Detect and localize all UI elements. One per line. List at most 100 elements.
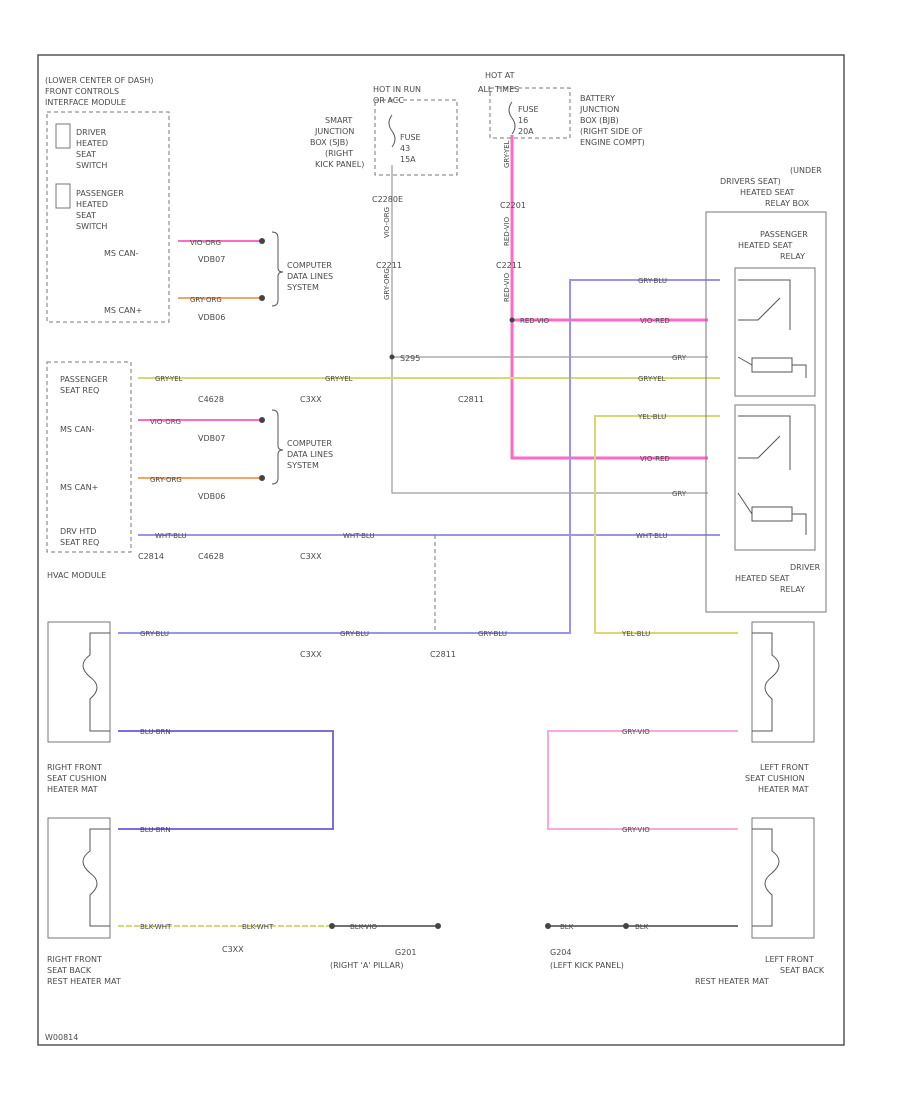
connector-c2211-left: C2211 (376, 261, 402, 270)
wire-label-blk-wht-2: BLK-WHT (242, 923, 274, 931)
bjb-label: BATTERY JUNCTION BOX (BJB) (RIGHT SIDE O… (579, 94, 645, 147)
svg-text:JUNCTION: JUNCTION (314, 127, 354, 136)
connector-c3xx-mid: C3XX (300, 650, 322, 659)
svg-text:16: 16 (518, 116, 528, 125)
svg-text:SEAT REQ: SEAT REQ (60, 386, 99, 395)
svg-text:BOX (BJB): BOX (BJB) (580, 116, 619, 125)
connector-c2211-right: C2211 (496, 261, 522, 270)
svg-text:DRIVER: DRIVER (76, 128, 107, 137)
svg-text:SWITCH: SWITCH (76, 161, 107, 170)
svg-text:HOT IN RUN: HOT IN RUN (373, 85, 421, 94)
right-back-heater-box (47, 817, 111, 939)
drv-relay-box (734, 404, 816, 551)
svg-text:G201: G201 (395, 948, 416, 957)
svg-text:15A: 15A (400, 155, 416, 164)
wire-label-gry-blu-4: GRY-BLU (638, 277, 667, 285)
bjb-fuse-icon (508, 101, 516, 135)
wire-label-blu-brn-2: BLU-BRN (140, 826, 171, 834)
sjb-box (374, 99, 458, 176)
connector-vdb06-lower: VDB06 (198, 492, 225, 501)
svg-text:SEAT: SEAT (76, 150, 96, 159)
connector-c2811-upper: C2811 (458, 395, 484, 404)
svg-text:(RIGHT 'A' PILLAR): (RIGHT 'A' PILLAR) (330, 961, 404, 970)
wire-right-heater-feed (118, 279, 720, 634)
svg-text:HOT AT: HOT AT (485, 71, 515, 80)
svg-text:SEAT BACK: SEAT BACK (780, 966, 825, 975)
svg-text:SMART: SMART (325, 116, 352, 125)
bjb-box (489, 87, 571, 139)
cdls-upper-label: COMPUTER DATA LINES SYSTEM (287, 261, 333, 292)
wire-left-cushion-back (547, 730, 738, 830)
front-controls-module-box (46, 111, 170, 323)
wire-label-gry-yel-1: GRY-YEL (155, 375, 183, 383)
hvac-pass-req-label: PASSENGER SEAT REQ (60, 375, 108, 395)
wire-label-vio-org-2: VIO-ORG (150, 418, 181, 426)
svg-text:HEATED: HEATED (76, 139, 108, 148)
wire-label-wht-blu-1: WHT-BLU (155, 532, 187, 540)
wire-label-vert-1: VIO-ORG (383, 207, 391, 238)
svg-text:DRIVER: DRIVER (790, 563, 821, 572)
right-back-label: RIGHT FRONT SEAT BACK REST HEATER MAT (47, 955, 121, 986)
hvac-module-box (46, 361, 132, 553)
svg-text:PASSENGER: PASSENGER (60, 375, 108, 384)
svg-text:HEATER MAT: HEATER MAT (758, 785, 809, 794)
cdls-bracket-upper (271, 231, 284, 307)
wire-label-yel-blu-2: YEL-BLU (621, 630, 650, 638)
left-cushion-heater-box (751, 621, 815, 743)
right-back-heater-element (82, 828, 110, 927)
svg-text:43: 43 (400, 144, 410, 153)
passenger-switch-box (55, 183, 71, 209)
svg-text:FUSE: FUSE (400, 133, 421, 142)
svg-text:HEATER MAT: HEATER MAT (47, 785, 98, 794)
svg-text:SEAT: SEAT (76, 211, 96, 220)
ground-g201: G201 (RIGHT 'A' PILLAR) (330, 948, 416, 970)
wire-label-gry-1: GRY (672, 354, 687, 362)
driver-switch-box (55, 123, 71, 149)
svg-text:OR ACC: OR ACC (373, 96, 404, 105)
connector-vdb06-upper: VDB06 (198, 313, 225, 322)
wire-run-feed (391, 165, 708, 494)
svg-text:COMPUTER: COMPUTER (287, 261, 332, 270)
wire-label-wht-blu-2: WHT-BLU (343, 532, 375, 540)
relay-box-label: (UNDER DRIVERS SEAT) HEATED SEAT RELAY B… (720, 166, 822, 208)
svg-text:JUNCTION: JUNCTION (579, 105, 619, 114)
left-back-heater-element (752, 828, 780, 927)
svg-text:DRIVERS SEAT): DRIVERS SEAT) (720, 177, 781, 186)
svg-text:SWITCH: SWITCH (76, 222, 107, 231)
svg-text:INTERFACE MODULE: INTERFACE MODULE (45, 98, 126, 107)
connector-c2811-lower: C2811 (430, 650, 456, 659)
svg-text:PASSENGER: PASSENGER (760, 230, 808, 239)
hvac-drv-req-label: DRV HTD SEAT REQ (60, 527, 99, 547)
svg-text:REST HEATER MAT: REST HEATER MAT (47, 977, 121, 986)
wire-label-gry-vio-2: GRY-VIO (622, 826, 650, 834)
connector-c3xx-lower: C3XX (300, 552, 322, 561)
svg-text:LEFT FRONT: LEFT FRONT (765, 955, 814, 964)
wire-label-vert-5: RED-VIO (503, 272, 511, 302)
drv-relay-coil-wire (737, 492, 807, 535)
wire-label-gry-vio-1: GRY-VIO (622, 728, 650, 736)
wire-label-blu-brn-1: BLU-BRN (140, 728, 171, 736)
wire-label-gry-blu-3: GRY-BLU (478, 630, 507, 638)
svg-text:FUSE: FUSE (518, 105, 539, 114)
svg-text:DRV HTD: DRV HTD (60, 527, 96, 536)
svg-text:PASSENGER: PASSENGER (76, 189, 124, 198)
wire-label-blk-vio: BLK-VIO (350, 923, 378, 931)
svg-text:DATA LINES: DATA LINES (287, 272, 333, 281)
svg-text:G204: G204 (550, 948, 571, 957)
diagram-frame (37, 54, 845, 1046)
svg-text:RIGHT FRONT: RIGHT FRONT (47, 955, 102, 964)
svg-text:BOX (SJB): BOX (SJB) (310, 138, 348, 147)
svg-text:FRONT CONTROLS: FRONT CONTROLS (45, 87, 119, 96)
sjb-fuse-icon (388, 114, 396, 148)
left-cushion-label: LEFT FRONT SEAT CUSHION HEATER MAT (745, 763, 809, 794)
svg-text:HEATED SEAT: HEATED SEAT (740, 188, 795, 197)
svg-text:KICK PANEL): KICK PANEL) (315, 160, 364, 169)
wire-label-gry-blu-2: GRY-BLU (340, 630, 369, 638)
wire-label-blk-wht-1: BLK-WHT (140, 923, 172, 931)
connector-c2201: C2201 (500, 201, 526, 210)
wire-label-vio-red-1: VIO-RED (640, 317, 670, 325)
right-cushion-heater-element (82, 632, 110, 732)
wire-label-vert-3: GRY-YEL (503, 140, 511, 168)
diagram-code: W00814 (45, 1033, 78, 1042)
pass-relay-box (734, 267, 816, 397)
